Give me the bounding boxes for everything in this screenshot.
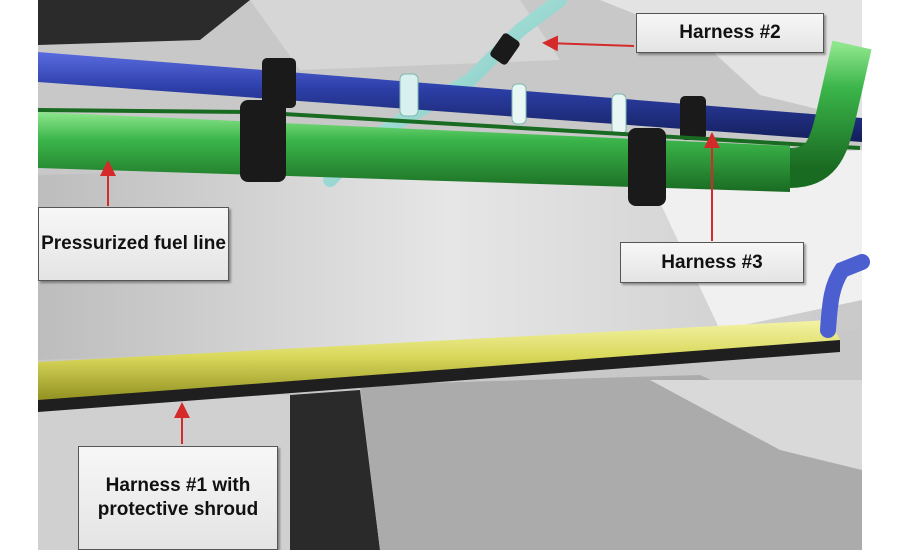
harness2-clamp-2 xyxy=(680,96,706,140)
harness2-ring-1 xyxy=(400,74,418,116)
harness3-label: Harness #3 xyxy=(620,242,804,283)
fuel-line-label: Pressurized fuel line xyxy=(38,207,229,281)
harness1-label: Harness #1 with protective shroud xyxy=(78,446,278,550)
harness2-label: Harness #2 xyxy=(636,13,824,53)
harness2-ring-3 xyxy=(612,94,626,134)
fuel-line-clamp-1 xyxy=(240,100,286,182)
harness2-ring-2 xyxy=(512,84,526,124)
fuel-line-clamp-2 xyxy=(628,128,666,206)
